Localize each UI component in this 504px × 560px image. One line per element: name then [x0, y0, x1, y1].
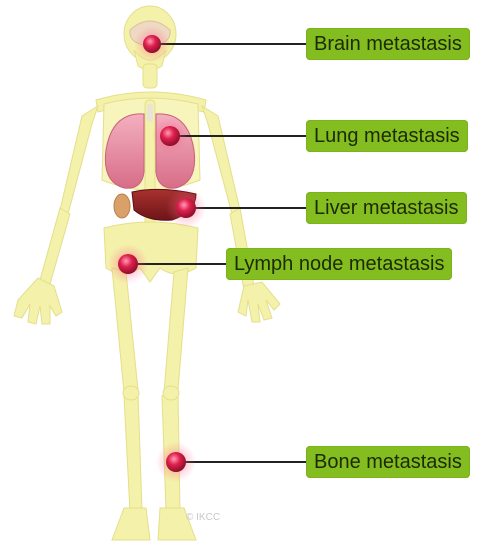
brain-tumor-marker: [143, 35, 161, 53]
brain-metastasis-label: Brain metastasis: [306, 28, 470, 60]
liver-metastasis-label: Liver metastasis: [306, 192, 467, 224]
lung-tumor-marker: [160, 126, 180, 146]
lymph-node-tumor-marker: [118, 254, 138, 274]
kidney: [114, 194, 130, 218]
lung-metastasis-label: Lung metastasis: [306, 120, 468, 152]
lymph-node-metastasis-label: Lymph node metastasis: [226, 248, 452, 280]
copyright-text: © IKCC: [186, 512, 220, 523]
bone-tumor-marker: [166, 452, 186, 472]
liver-tumor-marker: [176, 198, 196, 218]
bone-metastasis-label: Bone metastasis: [306, 446, 470, 478]
